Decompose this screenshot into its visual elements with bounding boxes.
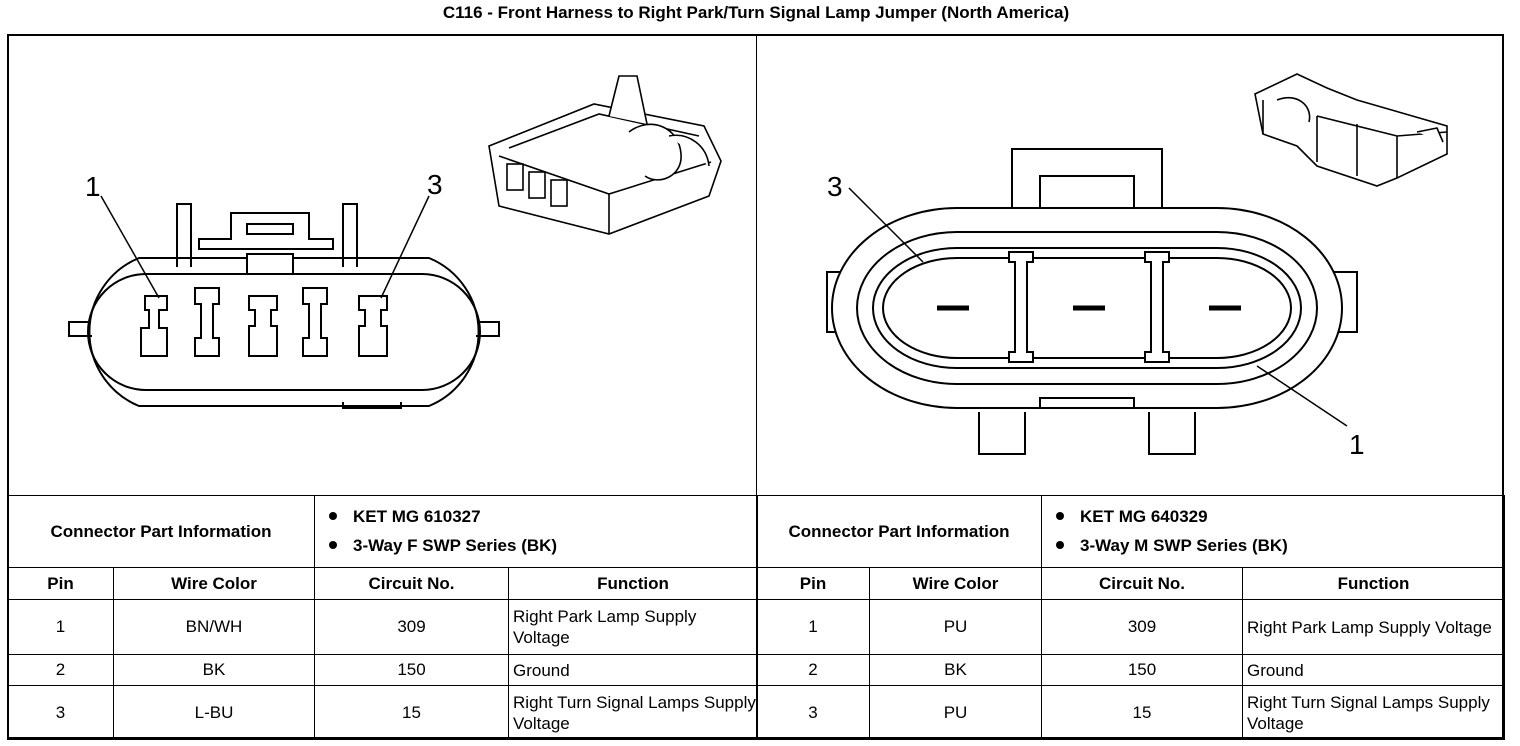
part-info-list: KET MG 610327 3-Way F SWP Series (BK): [314, 495, 759, 568]
pin-3-label: 3: [427, 169, 443, 200]
col-header-circuit: Circuit No.: [1041, 567, 1244, 600]
panel-divider: [756, 34, 757, 568]
wire-color-cell: BN/WH: [112, 599, 316, 655]
pin-3-leader-line: [848, 187, 924, 263]
pin-1-label: 1: [85, 171, 101, 202]
function-cell: Ground: [508, 654, 759, 686]
circuit-cell: 15: [1041, 685, 1244, 740]
bullet-icon: [329, 512, 338, 520]
male-connector-thumbnail-icon: [1254, 73, 1448, 187]
table-header-row: Pin Wire Color Circuit No. Function: [756, 567, 1506, 600]
circuit-cell: 150: [1041, 654, 1244, 686]
function-cell: Right Turn Signal Lamps Supply Voltage: [1242, 685, 1506, 740]
circuit-cell: 15: [314, 685, 510, 740]
female-connector-face: [68, 203, 500, 409]
pin-cell: 2: [7, 654, 114, 686]
male-connector-face: [826, 148, 1358, 455]
table-row: 1 BN/WH 309 Right Park Lamp Supply Volta…: [7, 599, 759, 655]
part-info-item: 3-Way F SWP Series (BK): [329, 536, 757, 556]
wire-color-cell: BK: [868, 654, 1043, 686]
function-cell: Ground: [1242, 654, 1506, 686]
bullet-icon: [1056, 541, 1065, 549]
function-cell: Right Turn Signal Lamps Supply Voltage: [508, 685, 759, 740]
circuit-cell: 309: [314, 599, 510, 655]
table-row: 1 PU 309 Right Park Lamp Supply Voltage: [756, 599, 1506, 655]
wire-color-cell: PU: [868, 599, 1043, 655]
pin-cell: 2: [756, 654, 870, 686]
right-pinout-table: Connector Part Information KET MG 640329…: [755, 495, 1506, 740]
pin-3-label: 3: [827, 171, 843, 202]
function-cell: Right Park Lamp Supply Voltage: [508, 599, 759, 655]
part-info-row: Connector Part Information KET MG 640329…: [755, 495, 1506, 568]
wire-color-cell: BK: [112, 654, 316, 686]
left-pinout-table: Connector Part Information KET MG 610327…: [6, 495, 759, 740]
part-info-list: KET MG 640329 3-Way M SWP Series (BK): [1041, 495, 1506, 568]
male-connector-panel: 3 1: [757, 36, 1503, 494]
pin-3-leader-line: [380, 195, 430, 299]
table-row: 3 L-BU 15 Right Turn Signal Lamps Supply…: [7, 685, 759, 740]
part-info-row: Connector Part Information KET MG 610327…: [6, 495, 759, 568]
pin-cell: 1: [756, 599, 870, 655]
pin-1-leader-line: [100, 195, 160, 299]
part-info-item: 3-Way M SWP Series (BK): [1056, 536, 1504, 556]
pin-cell: 3: [7, 685, 114, 740]
wire-color-cell: L-BU: [112, 685, 316, 740]
table-row: 2 BK 150 Ground: [7, 654, 759, 686]
col-header-pin: Pin: [756, 567, 870, 600]
pin-1-leader-line: [1256, 365, 1348, 427]
circuit-cell: 309: [1041, 599, 1244, 655]
table-row: 2 BK 150 Ground: [756, 654, 1506, 686]
pin-cell: 3: [756, 685, 870, 740]
page-title: C116 - Front Harness to Right Park/Turn …: [442, 3, 1070, 22]
part-info-heading: Connector Part Information: [755, 495, 1043, 568]
col-header-wire-color: Wire Color: [868, 567, 1043, 600]
table-header-row: Pin Wire Color Circuit No. Function: [7, 567, 759, 600]
wire-color-cell: PU: [868, 685, 1043, 740]
function-cell: Right Park Lamp Supply Voltage: [1242, 599, 1506, 655]
col-header-circuit: Circuit No.: [314, 567, 510, 600]
pin-cell: 1: [7, 599, 114, 655]
female-connector-panel: 1 3: [9, 36, 755, 494]
female-connector-drawing: 1 3: [68, 75, 722, 409]
col-header-function: Function: [508, 567, 759, 600]
table-row: 3 PU 15 Right Turn Signal Lamps Supply V…: [756, 685, 1506, 740]
bullet-icon: [1056, 512, 1065, 520]
col-header-pin: Pin: [7, 567, 114, 600]
col-header-function: Function: [1242, 567, 1506, 600]
male-connector-drawing: 3 1: [826, 73, 1448, 460]
part-info-item: KET MG 610327: [329, 507, 757, 527]
pin-1-label: 1: [1349, 429, 1365, 460]
bullet-icon: [329, 541, 338, 549]
col-header-wire-color: Wire Color: [112, 567, 316, 600]
female-connector-thumbnail-icon: [488, 75, 722, 235]
circuit-cell: 150: [314, 654, 510, 686]
part-info-item: KET MG 640329: [1056, 507, 1504, 527]
part-info-heading: Connector Part Information: [6, 495, 316, 568]
